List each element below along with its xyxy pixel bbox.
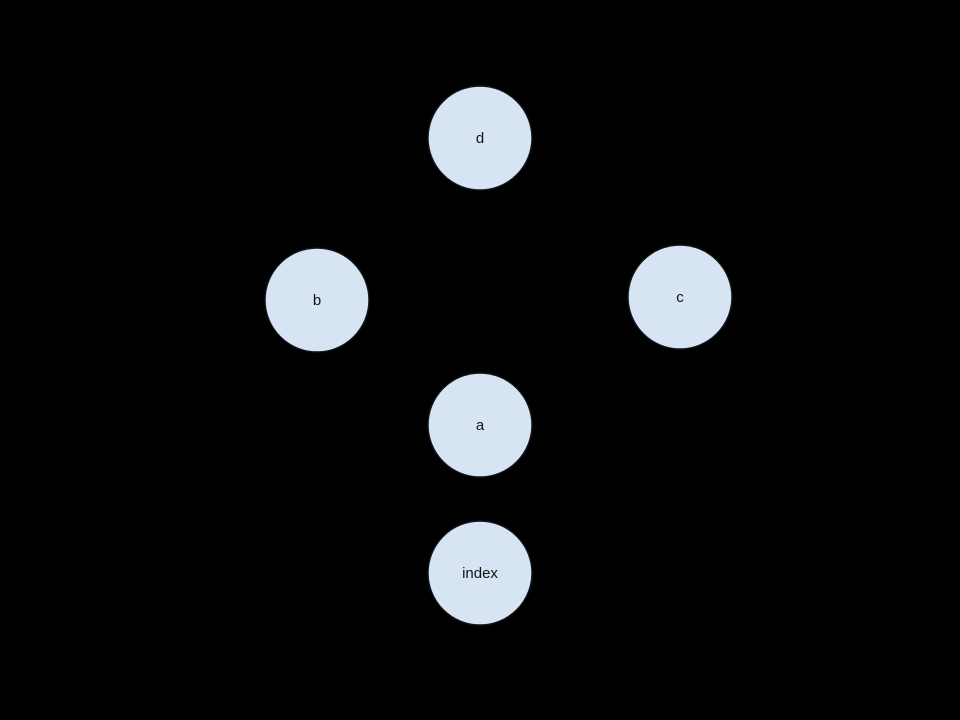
node-circle-a[interactable] (427, 372, 533, 478)
graph-edge-a-to-c (523, 324, 637, 398)
graph-node-a[interactable]: a (427, 372, 533, 478)
node-layer: d b c a index (264, 85, 733, 626)
graph-node-b[interactable]: b (264, 247, 370, 353)
graph-edge-a-to-b (357, 331, 440, 394)
node-label-c: c (676, 289, 684, 306)
graph-node-index[interactable]: index (427, 520, 533, 626)
node-circle-index[interactable] (427, 520, 533, 626)
graph-edge-b-to-d (353, 174, 444, 264)
graph-node-c[interactable]: c (627, 244, 733, 350)
node-label-index: index (462, 565, 498, 582)
node-label-d: d (476, 130, 484, 147)
edge-layer (353, 169, 640, 521)
node-label-b: b (313, 292, 321, 309)
graph-edge-c-to-d (520, 169, 640, 266)
node-circle-b[interactable] (264, 247, 370, 353)
node-circle-c[interactable] (627, 244, 733, 350)
node-circle-d[interactable] (427, 85, 533, 191)
node-label-a: a (476, 417, 485, 434)
graph-node-d[interactable]: d (427, 85, 533, 191)
